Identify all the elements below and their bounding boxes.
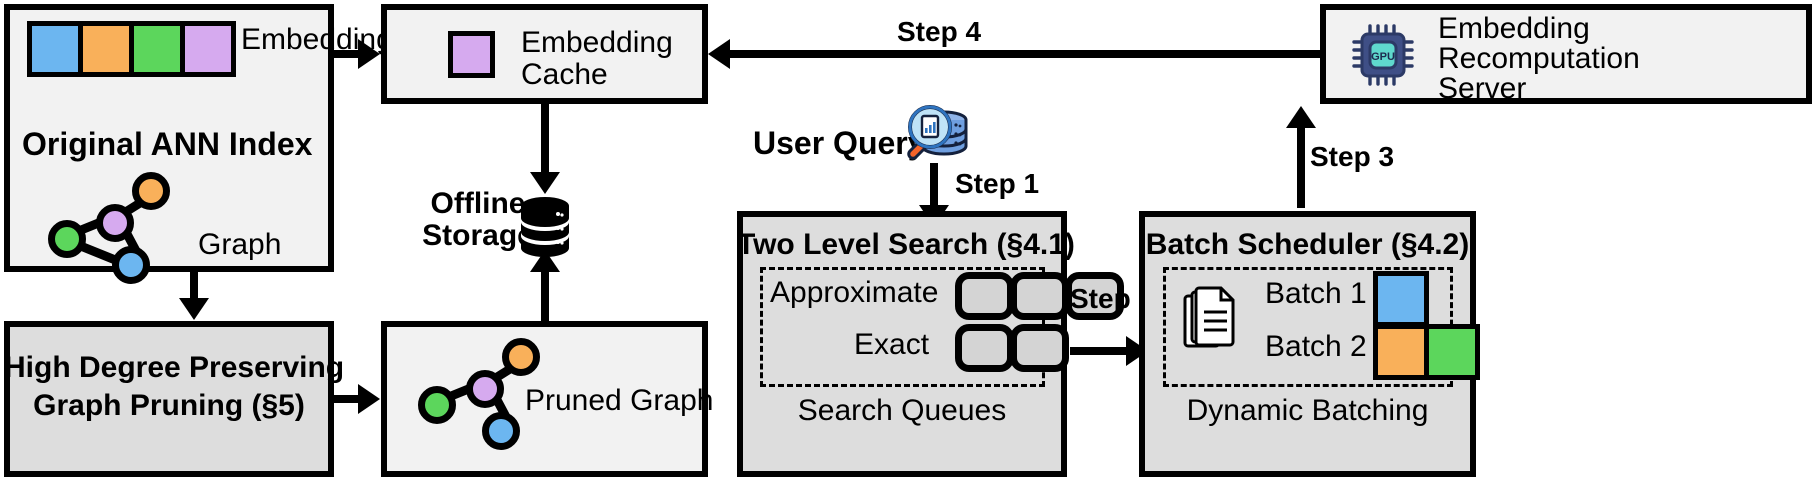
offline-storage-label-line2: Storage bbox=[422, 219, 534, 252]
graph-node-green bbox=[48, 220, 86, 258]
arrow-index-to-pruning bbox=[190, 272, 198, 302]
step-1-label: Step 1 bbox=[955, 168, 1040, 199]
database-icon bbox=[521, 197, 569, 257]
arrow-pruned-to-storage bbox=[541, 268, 549, 322]
arrow-cache-to-storage bbox=[541, 104, 549, 176]
arrow-pruning-to-pruned-head bbox=[358, 384, 380, 414]
recomputation-server-title-line3: Server bbox=[1438, 72, 1527, 105]
approximate-queue-slot bbox=[1010, 272, 1069, 320]
arrow-index-to-cache bbox=[334, 50, 362, 58]
arrow-scheduler-to-server-head bbox=[1286, 106, 1316, 128]
step-3-label: Step 3 bbox=[1310, 141, 1395, 172]
batch-2-chips bbox=[1373, 324, 1480, 380]
svg-text:GPU: GPU bbox=[1371, 51, 1395, 63]
embedding-cache-chip bbox=[448, 31, 495, 78]
batch-scheduler-title: Batch Scheduler (§4.2) bbox=[1145, 228, 1470, 261]
arrow-index-to-cache-head bbox=[358, 39, 380, 69]
pruned-graph-figure bbox=[410, 334, 550, 450]
graph-node-purple bbox=[96, 204, 134, 242]
arrow-search-to-scheduler bbox=[1070, 347, 1132, 355]
arrow-pruned-to-storage-head bbox=[530, 250, 560, 272]
arrow-server-to-cache bbox=[730, 50, 1320, 58]
exact-queue-slot bbox=[955, 324, 1014, 372]
graph-label: Graph bbox=[198, 228, 282, 261]
recomputation-server-title-line2: Recomputation bbox=[1438, 42, 1640, 75]
approximate-queue-slot bbox=[1065, 272, 1124, 320]
embedding-color-strip bbox=[27, 21, 236, 77]
step-4-label: Step 4 bbox=[897, 16, 982, 47]
exact-row-label: Exact bbox=[854, 328, 930, 361]
user-query-label: User Query bbox=[753, 125, 926, 161]
graph-node-orange bbox=[502, 338, 540, 376]
original-ann-index-title: Original ANN Index bbox=[22, 126, 313, 162]
graph-node-green bbox=[418, 386, 456, 424]
embedding-cache-title-line2: Cache bbox=[521, 58, 608, 91]
graph-pruning-title-line1: High Degree Preserving bbox=[4, 351, 345, 384]
pruned-graph-label: Pruned Graph bbox=[525, 384, 714, 417]
approximate-queue-slot bbox=[955, 272, 1014, 320]
arrow-cache-to-storage-head bbox=[530, 172, 560, 194]
arrow-pruning-to-pruned bbox=[334, 395, 362, 403]
embedding-cache-title-line1: Embedding bbox=[521, 26, 673, 59]
embedding-cache-box bbox=[381, 4, 708, 104]
two-level-search-title: Two Level Search (§4.1) bbox=[737, 228, 1075, 261]
exact-queue-slot bbox=[1010, 324, 1069, 372]
graph-node-blue bbox=[482, 412, 520, 450]
arrow-scheduler-to-server bbox=[1297, 128, 1305, 208]
search-queues-footer: Search Queues bbox=[797, 394, 1007, 427]
graph-node-blue bbox=[112, 246, 150, 284]
graph-node-purple bbox=[466, 370, 504, 408]
gpu-chip-icon: GPU bbox=[1352, 24, 1414, 86]
search-database-icon bbox=[907, 105, 968, 160]
batch-1-chips bbox=[1373, 271, 1429, 327]
graph-node-orange bbox=[132, 172, 170, 210]
offline-storage-label-line1: Offline bbox=[430, 187, 526, 220]
documents-icon bbox=[1183, 286, 1235, 348]
approximate-row-label: Approximate bbox=[770, 276, 939, 309]
batch-2-label: Batch 2 bbox=[1265, 330, 1367, 363]
batch-1-label: Batch 1 bbox=[1265, 277, 1367, 310]
original-graph-figure bbox=[40, 168, 180, 284]
recomputation-server-title-line1: Embedding bbox=[1438, 12, 1590, 45]
graph-pruning-title-line2: Graph Pruning (§5) bbox=[33, 389, 305, 422]
dynamic-batching-footer: Dynamic Batching bbox=[1186, 394, 1429, 427]
arrow-index-to-pruning-head bbox=[179, 298, 209, 320]
graph-pruning-box bbox=[4, 321, 334, 477]
arrow-server-to-cache-head bbox=[708, 39, 730, 69]
arrow-query-to-search bbox=[930, 163, 938, 209]
